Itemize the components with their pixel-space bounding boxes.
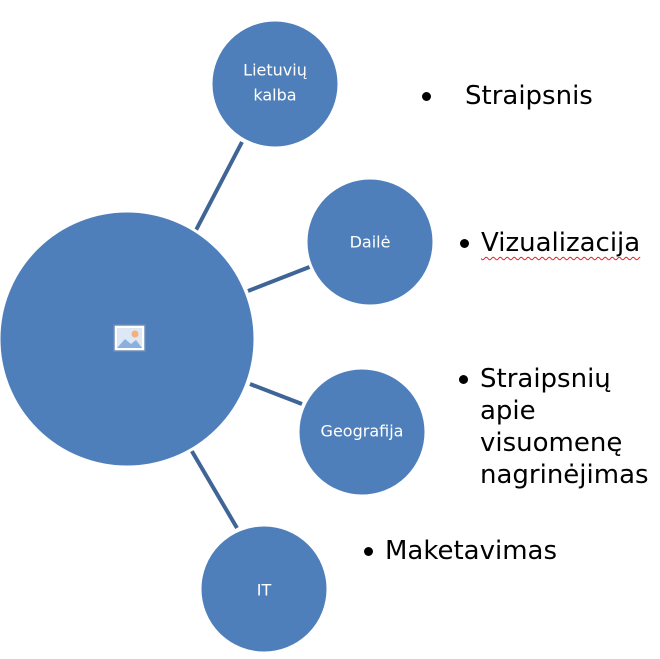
bullet-text: Vizualizacija: [481, 228, 641, 258]
node-label: Geografija: [321, 422, 404, 441]
bullet-line: nagrinėjimas: [480, 460, 649, 490]
bullet-geografija: Straipsnių apie visuomenę nagrinėjimas: [459, 363, 649, 491]
connector-it: [188, 446, 239, 530]
node-label: IT: [257, 581, 272, 600]
icon-sun: [131, 330, 139, 338]
node-label-line: Lietuvių: [243, 61, 307, 80]
node-circle: [296, 366, 428, 498]
node-geografija: Geografija: [296, 366, 428, 498]
node-label: Dailė: [350, 233, 391, 252]
bullet-lietuviu: Straipsnis: [422, 80, 593, 112]
bullet-dot: [459, 375, 468, 384]
node-daile: Dailė: [304, 176, 436, 308]
bullet-dot: [422, 92, 431, 101]
node-label-line: kalba: [253, 86, 296, 105]
bullet-line: apie: [480, 396, 536, 426]
node-circle: [209, 18, 341, 150]
node-it: IT: [198, 523, 330, 655]
bullet-daile: Vizualizacija: [460, 227, 640, 259]
icon-hills: [117, 339, 142, 348]
node-lietuviu: Lietuvių kalba: [209, 18, 341, 150]
bullet-line: Straipsnių: [480, 364, 611, 394]
connectors: [188, 141, 313, 530]
bullet-it: Maketavimas: [364, 535, 557, 567]
connector-lietuviu: [193, 141, 244, 233]
node-circle: [304, 176, 436, 308]
center-node: [0, 209, 257, 469]
node-circle: [198, 523, 330, 655]
connector-geografija: [249, 382, 303, 406]
connector-daile: [247, 264, 313, 293]
bullet-text-multiline: Straipsnių apie visuomenę nagrinėjimas: [480, 363, 649, 491]
bullet-text: Maketavimas: [385, 536, 558, 566]
picture-placeholder-icon: [113, 324, 146, 352]
bullet-dot: [460, 239, 469, 248]
bullet-line: visuomenę: [480, 428, 623, 458]
bullet-dot: [364, 547, 373, 556]
bullet-text: Straipsnis: [465, 81, 593, 111]
